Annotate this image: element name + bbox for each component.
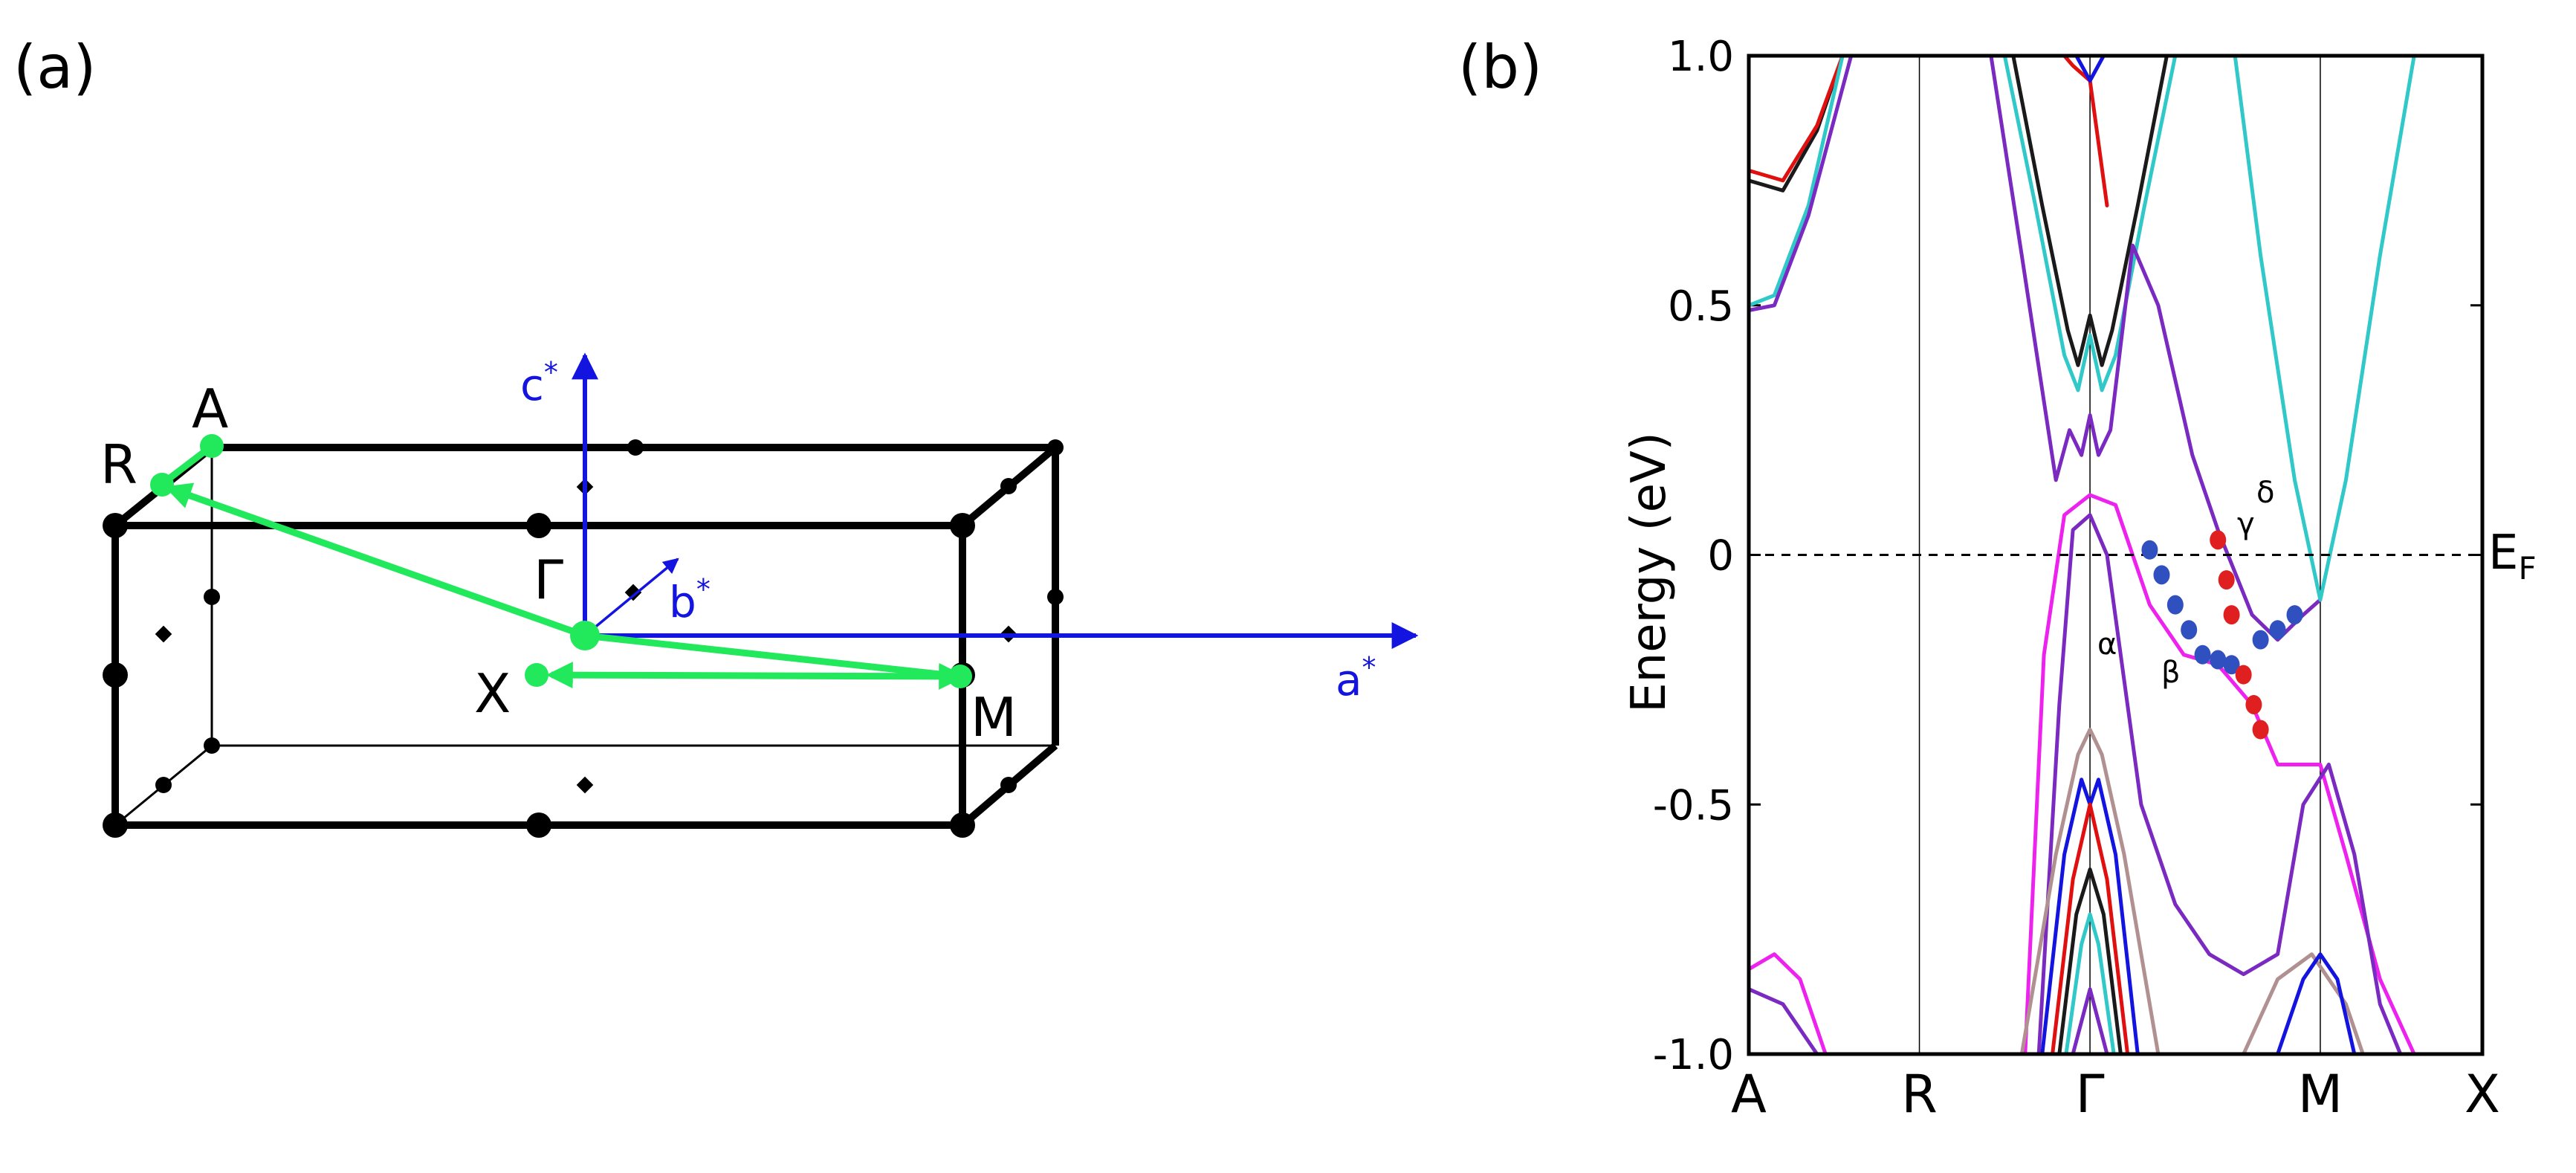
label-M: M <box>971 686 1017 749</box>
label-R: R <box>100 433 137 496</box>
path-Gamma-M <box>584 632 961 680</box>
band-line <box>1747 987 1854 1056</box>
blue-marker <box>2269 620 2286 640</box>
band-line <box>2233 54 2416 602</box>
fermi-label: EF <box>2488 526 2537 586</box>
band-line <box>2074 54 2106 83</box>
band-line <box>2064 912 2116 1056</box>
b-star-axis <box>583 558 679 637</box>
red-marker <box>2210 530 2227 550</box>
kpoint-label: X <box>2465 1064 2500 1125</box>
band-line <box>1747 54 1845 308</box>
label-X: X <box>474 662 511 725</box>
panel-b: (b) A R Γ M X 1.0 0.5 0 -0.5 -1.0 Energy (eV) EF… <box>1458 33 2537 1125</box>
label-alpha: α <box>2097 627 2117 662</box>
panel-a-label: (a) <box>13 33 96 102</box>
band-line <box>2276 952 2357 1056</box>
point-M <box>948 665 972 688</box>
band-line <box>1747 54 1854 312</box>
y-tick-label: 1.0 <box>1668 33 1734 81</box>
red-marker <box>2235 665 2252 685</box>
y-tick-label: 0 <box>1707 532 1734 581</box>
red-marker <box>2245 694 2262 714</box>
crossing-markers <box>2141 530 2303 740</box>
red-marker <box>2252 720 2269 740</box>
a-star-label: a* <box>1336 651 1376 705</box>
panel-a: (a) <box>13 33 1419 838</box>
band-lines <box>1747 54 2416 1056</box>
y-tick-label: -0.5 <box>1653 781 1734 830</box>
reciprocal-axes <box>572 352 1419 649</box>
c-star-label: c* <box>520 356 558 410</box>
point-A <box>200 434 224 458</box>
kpoint-label: Γ <box>2076 1064 2105 1125</box>
y-tick-label: 0.5 <box>1668 282 1734 331</box>
blue-marker <box>2223 655 2240 675</box>
band-line <box>2071 987 2109 1056</box>
y-tick-labels: 1.0 0.5 0 -0.5 -1.0 <box>1653 33 1734 1079</box>
kpoint-label: R <box>1901 1064 1938 1125</box>
path-M-X <box>546 662 966 690</box>
y-tick-label: -1.0 <box>1653 1031 1734 1079</box>
point-Gamma <box>570 621 600 650</box>
blue-marker <box>2166 595 2184 615</box>
band-line <box>2051 802 2130 1056</box>
panel-b-label: (b) <box>1458 33 1542 102</box>
label-Gamma: Γ <box>534 549 563 611</box>
blue-marker <box>2286 605 2303 625</box>
label-gamma: γ <box>2237 507 2255 541</box>
band-line <box>2242 952 2365 1056</box>
band-line <box>1989 54 2323 642</box>
band-line <box>1747 952 1854 1056</box>
point-R <box>150 473 174 497</box>
blue-marker <box>2194 644 2211 665</box>
band-line <box>2062 54 2109 207</box>
band-line <box>2019 728 2161 1056</box>
band-line <box>2057 867 2123 1056</box>
label-beta: β <box>2161 656 2181 690</box>
band-line <box>2002 54 2178 392</box>
red-marker <box>2223 605 2240 625</box>
y-axis-label: Energy (eV) <box>1622 432 1677 713</box>
blue-marker <box>2153 565 2170 585</box>
blue-marker <box>2141 540 2158 560</box>
band-line <box>1747 54 1845 183</box>
label-delta: δ <box>2256 476 2274 510</box>
b-star-label: b* <box>669 573 711 627</box>
path-R-Gamma <box>164 482 586 639</box>
band-line <box>2036 513 2403 1056</box>
blue-marker <box>2181 620 2198 640</box>
red-marker <box>2218 570 2235 590</box>
blue-marker <box>2252 630 2269 650</box>
label-A: A <box>192 378 228 440</box>
plot-frame <box>1747 54 2485 1056</box>
high-symmetry-points <box>150 434 972 688</box>
point-X <box>525 663 548 687</box>
kpoint-label: A <box>1731 1064 1767 1125</box>
band-line <box>2011 54 2169 367</box>
high-symmetry-path <box>163 443 966 690</box>
kpoint-label: M <box>2298 1064 2343 1125</box>
blue-marker <box>2210 650 2227 670</box>
